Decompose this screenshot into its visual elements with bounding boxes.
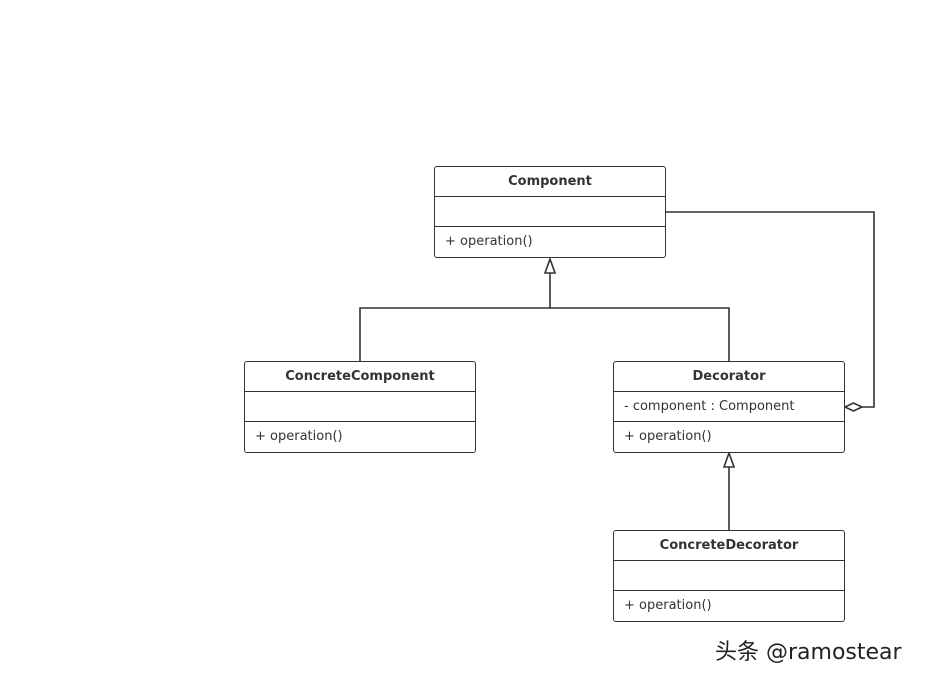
class-operations: + operation() <box>255 429 343 444</box>
class-name: ConcreteComponent <box>245 362 475 392</box>
class-name: Component <box>435 167 665 197</box>
class-name: Decorator <box>614 362 844 392</box>
inheritance-arrowhead-component <box>543 256 557 274</box>
class-attributes <box>245 392 475 422</box>
generalization-connector-left <box>359 273 551 361</box>
class-attributes <box>614 561 844 591</box>
generalization-connector-right <box>550 307 730 361</box>
class-decorator[interactable]: Decorator - component : Component + oper… <box>613 361 845 453</box>
class-attributes: - component : Component <box>614 392 844 422</box>
class-component[interactable]: Component + operation() <box>434 166 666 258</box>
inheritance-arrowhead-decorator <box>722 450 736 468</box>
class-operations: + operation() <box>624 429 712 444</box>
aggregation-connector <box>665 211 875 408</box>
class-concrete-component[interactable]: ConcreteComponent + operation() <box>244 361 476 453</box>
class-name: ConcreteDecorator <box>614 531 844 561</box>
class-concrete-decorator[interactable]: ConcreteDecorator + operation() <box>613 530 845 622</box>
class-operations: + operation() <box>445 234 533 249</box>
aggregation-diamond <box>843 402 864 412</box>
class-operations: + operation() <box>624 598 712 613</box>
watermark-text: 头条 @ramostear <box>715 640 902 665</box>
class-attributes <box>435 197 665 227</box>
